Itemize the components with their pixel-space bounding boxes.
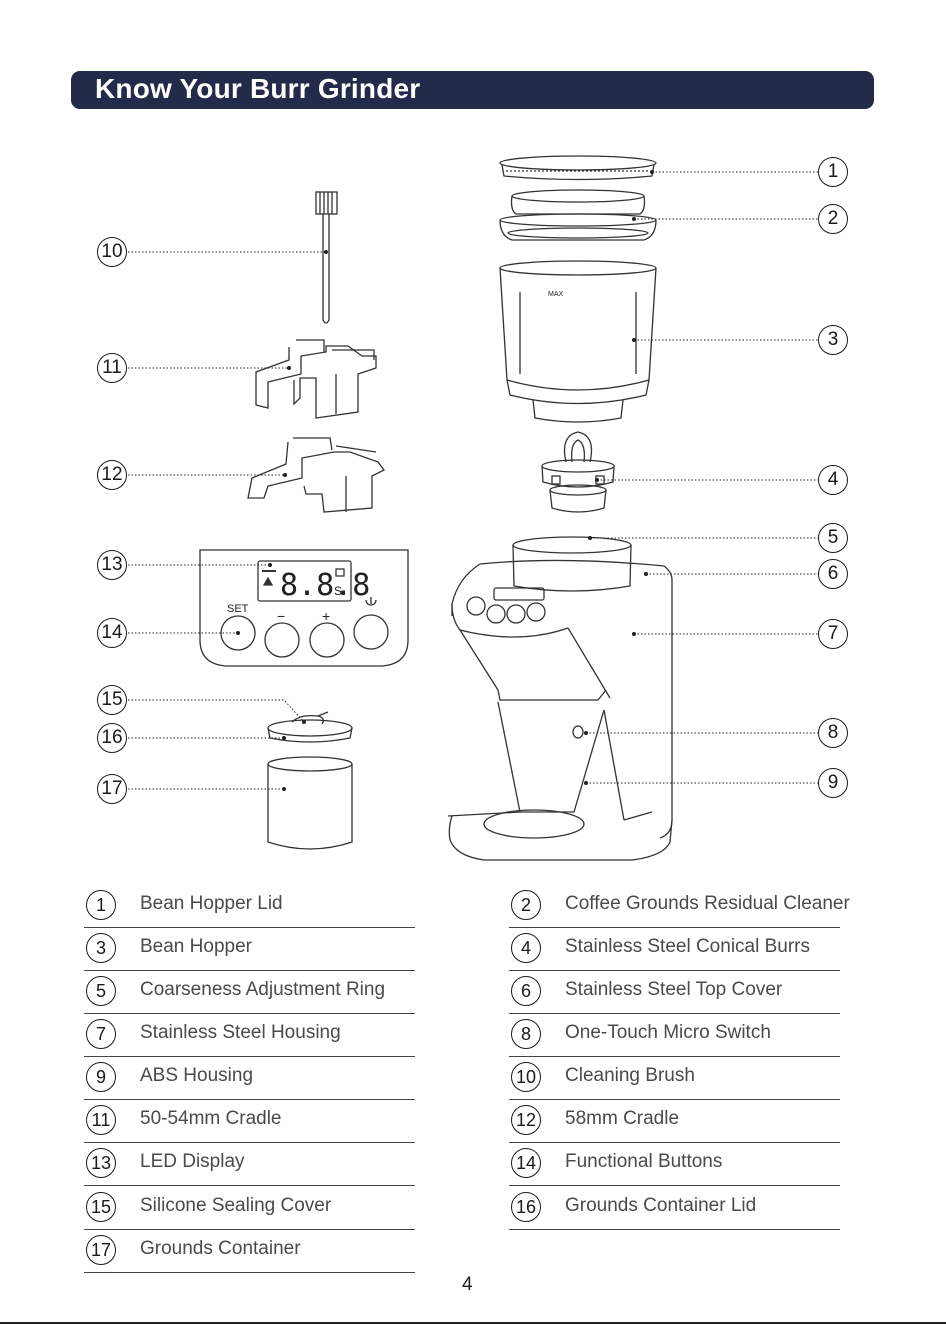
legend-number: 15 — [86, 1192, 116, 1222]
legend-label: Stainless Steel Housing — [140, 1022, 341, 1043]
callout-1: 1 — [818, 157, 848, 187]
minus-label: − — [277, 608, 285, 624]
legend-label: Bean Hopper — [140, 936, 252, 957]
legend-number: 11 — [86, 1105, 116, 1135]
callout-4: 4 — [818, 465, 848, 495]
legend-label: Cleaning Brush — [565, 1065, 695, 1086]
legend-item: 4 Stainless Steel Conical Burrs — [509, 928, 840, 971]
legend-item: 2 Coffee Grounds Residual Cleaner — [509, 885, 850, 928]
legend-number: 12 — [511, 1105, 541, 1135]
legend-item: 10 Cleaning Brush — [509, 1057, 840, 1100]
legend-label: Functional Buttons — [565, 1151, 723, 1172]
hopper-max-mark: MAX — [548, 291, 564, 298]
conical-burrs-drawing — [541, 431, 615, 513]
callout-15: 15 — [97, 685, 127, 715]
callout-11: 11 — [97, 353, 127, 383]
led-display-unit: S — [334, 584, 342, 598]
title-bar: Know Your Burr Grinder — [71, 71, 874, 109]
legend-item: 11 50-54mm Cradle — [84, 1100, 415, 1143]
legend-label: Grounds Container Lid — [565, 1195, 757, 1216]
legend-number: 5 — [86, 976, 116, 1006]
grounds-container-drawing — [267, 756, 353, 850]
set-label: SET — [227, 603, 249, 615]
cradle-58mm-drawing — [247, 437, 385, 513]
legend-number: 3 — [86, 933, 116, 963]
legend-label: ABS Housing — [140, 1065, 254, 1086]
cleaning-brush-drawing — [315, 191, 338, 324]
bean-hopper-lid-drawing — [499, 155, 657, 181]
legend-label: Bean Hopper Lid — [140, 893, 283, 914]
legend-item: 16 Grounds Container Lid — [509, 1187, 840, 1230]
legend-label: One-Touch Micro Switch — [565, 1022, 771, 1043]
callout-7: 7 — [818, 619, 848, 649]
legend-number: 8 — [511, 1019, 541, 1049]
legend-item: 9 ABS Housing — [84, 1057, 415, 1100]
legend-item: 15 Silicone Sealing Cover — [84, 1187, 415, 1230]
control-panel-drawing — [199, 549, 409, 667]
callout-8: 8 — [818, 718, 848, 748]
legend-item: 13 LED Display — [84, 1143, 415, 1186]
callout-12: 12 — [97, 460, 127, 490]
legend-label: Silicone Sealing Cover — [140, 1195, 332, 1216]
callout-13: 13 — [97, 550, 127, 580]
legend-label: LED Display — [140, 1151, 245, 1172]
legend-label: Stainless Steel Conical Burrs — [565, 936, 810, 957]
cradle-50-54mm-drawing — [255, 339, 377, 419]
legend-item: 6 Stainless Steel Top Cover — [509, 971, 840, 1014]
exploded-diagram: 8.8.8 S SET − + MAX — [128, 155, 818, 861]
legend-number: 10 — [511, 1062, 541, 1092]
callout-6: 6 — [818, 559, 848, 589]
legend-label: Stainless Steel Top Cover — [565, 979, 783, 1000]
legend-number: 4 — [511, 933, 541, 963]
page-number: 4 — [462, 1274, 473, 1295]
legend-number: 16 — [511, 1192, 541, 1222]
legend-number: 14 — [511, 1148, 541, 1178]
legend-item: 7 Stainless Steel Housing — [84, 1014, 415, 1057]
callout-5: 5 — [818, 523, 848, 553]
bean-hopper-drawing — [499, 260, 657, 423]
legend-label: Grounds Container — [140, 1238, 301, 1259]
legend-label: Coarseness Adjustment Ring — [140, 979, 386, 1000]
legend-number: 13 — [86, 1148, 116, 1178]
legend-number: 2 — [511, 890, 541, 920]
legend-number: 17 — [86, 1235, 116, 1265]
callout-9: 9 — [818, 768, 848, 798]
callout-3: 3 — [818, 325, 848, 355]
led-display-digits: 8.8.8 — [280, 568, 370, 603]
container-lid-drawing — [267, 711, 353, 743]
callout-16: 16 — [97, 723, 127, 753]
legend-item: 12 58mm Cradle — [509, 1100, 840, 1143]
legend-item: 8 One-Touch Micro Switch — [509, 1014, 840, 1057]
legend-item: 14 Functional Buttons — [509, 1143, 840, 1186]
legend-label: Coffee Grounds Residual Cleaner — [565, 893, 850, 914]
callout-14: 14 — [97, 618, 127, 648]
legend-label: 58mm Cradle — [565, 1108, 680, 1129]
grinder-body-drawing — [447, 536, 673, 861]
legend-item: 3 Bean Hopper — [84, 928, 415, 971]
residual-cleaner-drawing — [499, 189, 657, 241]
legend-item: 17 Grounds Container — [84, 1230, 415, 1273]
legend-number: 9 — [86, 1062, 116, 1092]
legend-number: 1 — [86, 890, 116, 920]
page-title: Know Your Burr Grinder — [95, 73, 421, 104]
legend-number: 6 — [511, 976, 541, 1006]
callout-2: 2 — [818, 204, 848, 234]
legend-item: 1 Bean Hopper Lid — [84, 885, 415, 928]
legend-item: 5 Coarseness Adjustment Ring — [84, 971, 415, 1014]
bottom-rule — [0, 1322, 946, 1324]
callout-17: 17 — [97, 774, 127, 804]
legend-label: 50-54mm Cradle — [140, 1108, 282, 1129]
legend-number: 7 — [86, 1019, 116, 1049]
plus-label: + — [322, 608, 330, 624]
callout-10: 10 — [97, 237, 127, 267]
